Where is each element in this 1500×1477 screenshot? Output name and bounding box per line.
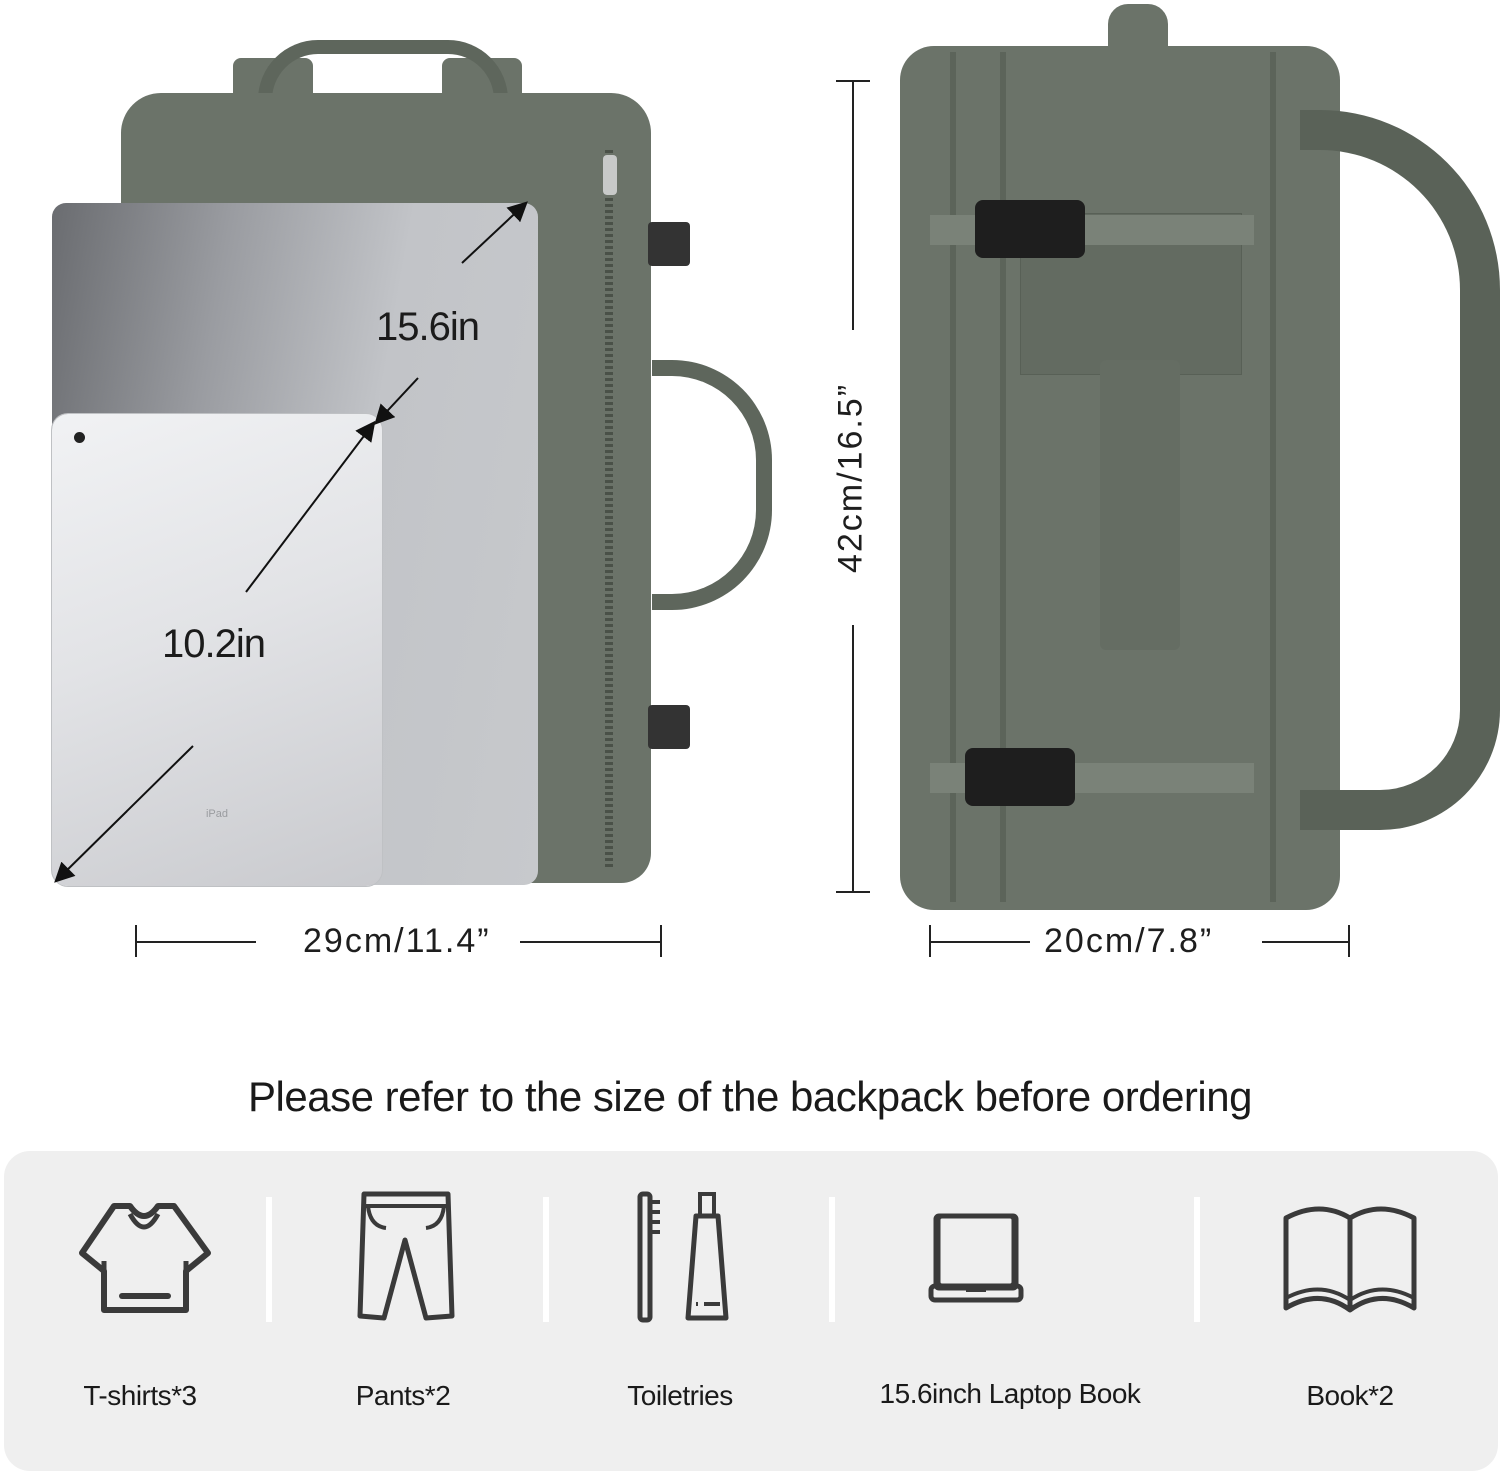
capacity-item-label: Pants*2 (355, 1380, 451, 1411)
side-buckle-bottom (648, 705, 690, 749)
side-zipper-center (1000, 52, 1006, 902)
pants-icon (357, 1191, 455, 1321)
divider (266, 1197, 272, 1322)
laptop-icon (928, 1213, 1024, 1303)
capacity-item-label: 15.6inch Laptop Book (879, 1378, 1141, 1409)
side-luggage-strap (1100, 360, 1180, 650)
divider (543, 1197, 549, 1322)
size-notice-headline: Please refer to the size of the backpack… (248, 1073, 1252, 1120)
tablet-camera (74, 432, 85, 443)
diagonal-arrows (54, 201, 528, 883)
depth-dim-tick-right (1348, 925, 1350, 957)
width-dim-line-left (136, 941, 256, 943)
side-top-handle (1108, 4, 1168, 54)
width-dim-line-right (520, 941, 662, 943)
depth-dimension-label: 20cm/7.8” (1044, 922, 1214, 960)
capacity-item-label: Toiletries (627, 1380, 733, 1411)
height-dim-tick-bottom (836, 891, 870, 893)
laptop-diagonal-label: 15.6in (376, 305, 480, 349)
capacity-item-label: Book*2 (1306, 1380, 1394, 1411)
side-zipper-left (950, 52, 956, 902)
depth-dim-line-right (1262, 941, 1350, 943)
depth-dim-line-left (930, 941, 1030, 943)
width-dimension-label: 29cm/11.4” (303, 922, 491, 960)
side-buckle-top (648, 222, 690, 266)
height-dimension-text: 42cm/16.5” (831, 382, 870, 574)
open-book-icon (1283, 1206, 1417, 1313)
front-zipper (605, 150, 613, 870)
capacity-item-label: T-shirts*3 (83, 1380, 197, 1411)
tablet-outline: iPad (52, 414, 382, 886)
side-shoulder-strap (1300, 110, 1500, 830)
width-dim-tick-right (660, 925, 662, 957)
zipper-pull (603, 155, 617, 195)
height-dim-line-top (852, 80, 854, 330)
toiletries-icon (637, 1191, 729, 1323)
side-zipper-right (1270, 52, 1276, 902)
height-dim-line-bottom (852, 625, 854, 892)
buckle-bottom (965, 748, 1075, 806)
divider (829, 1197, 835, 1322)
divider (1194, 1197, 1200, 1322)
tshirt-icon (79, 1203, 211, 1313)
buckle-top (975, 200, 1085, 258)
tablet-diagonal-label: 10.2in (162, 622, 266, 666)
capacity-panel (4, 1151, 1498, 1471)
tablet-brand-label: iPad (205, 808, 229, 820)
